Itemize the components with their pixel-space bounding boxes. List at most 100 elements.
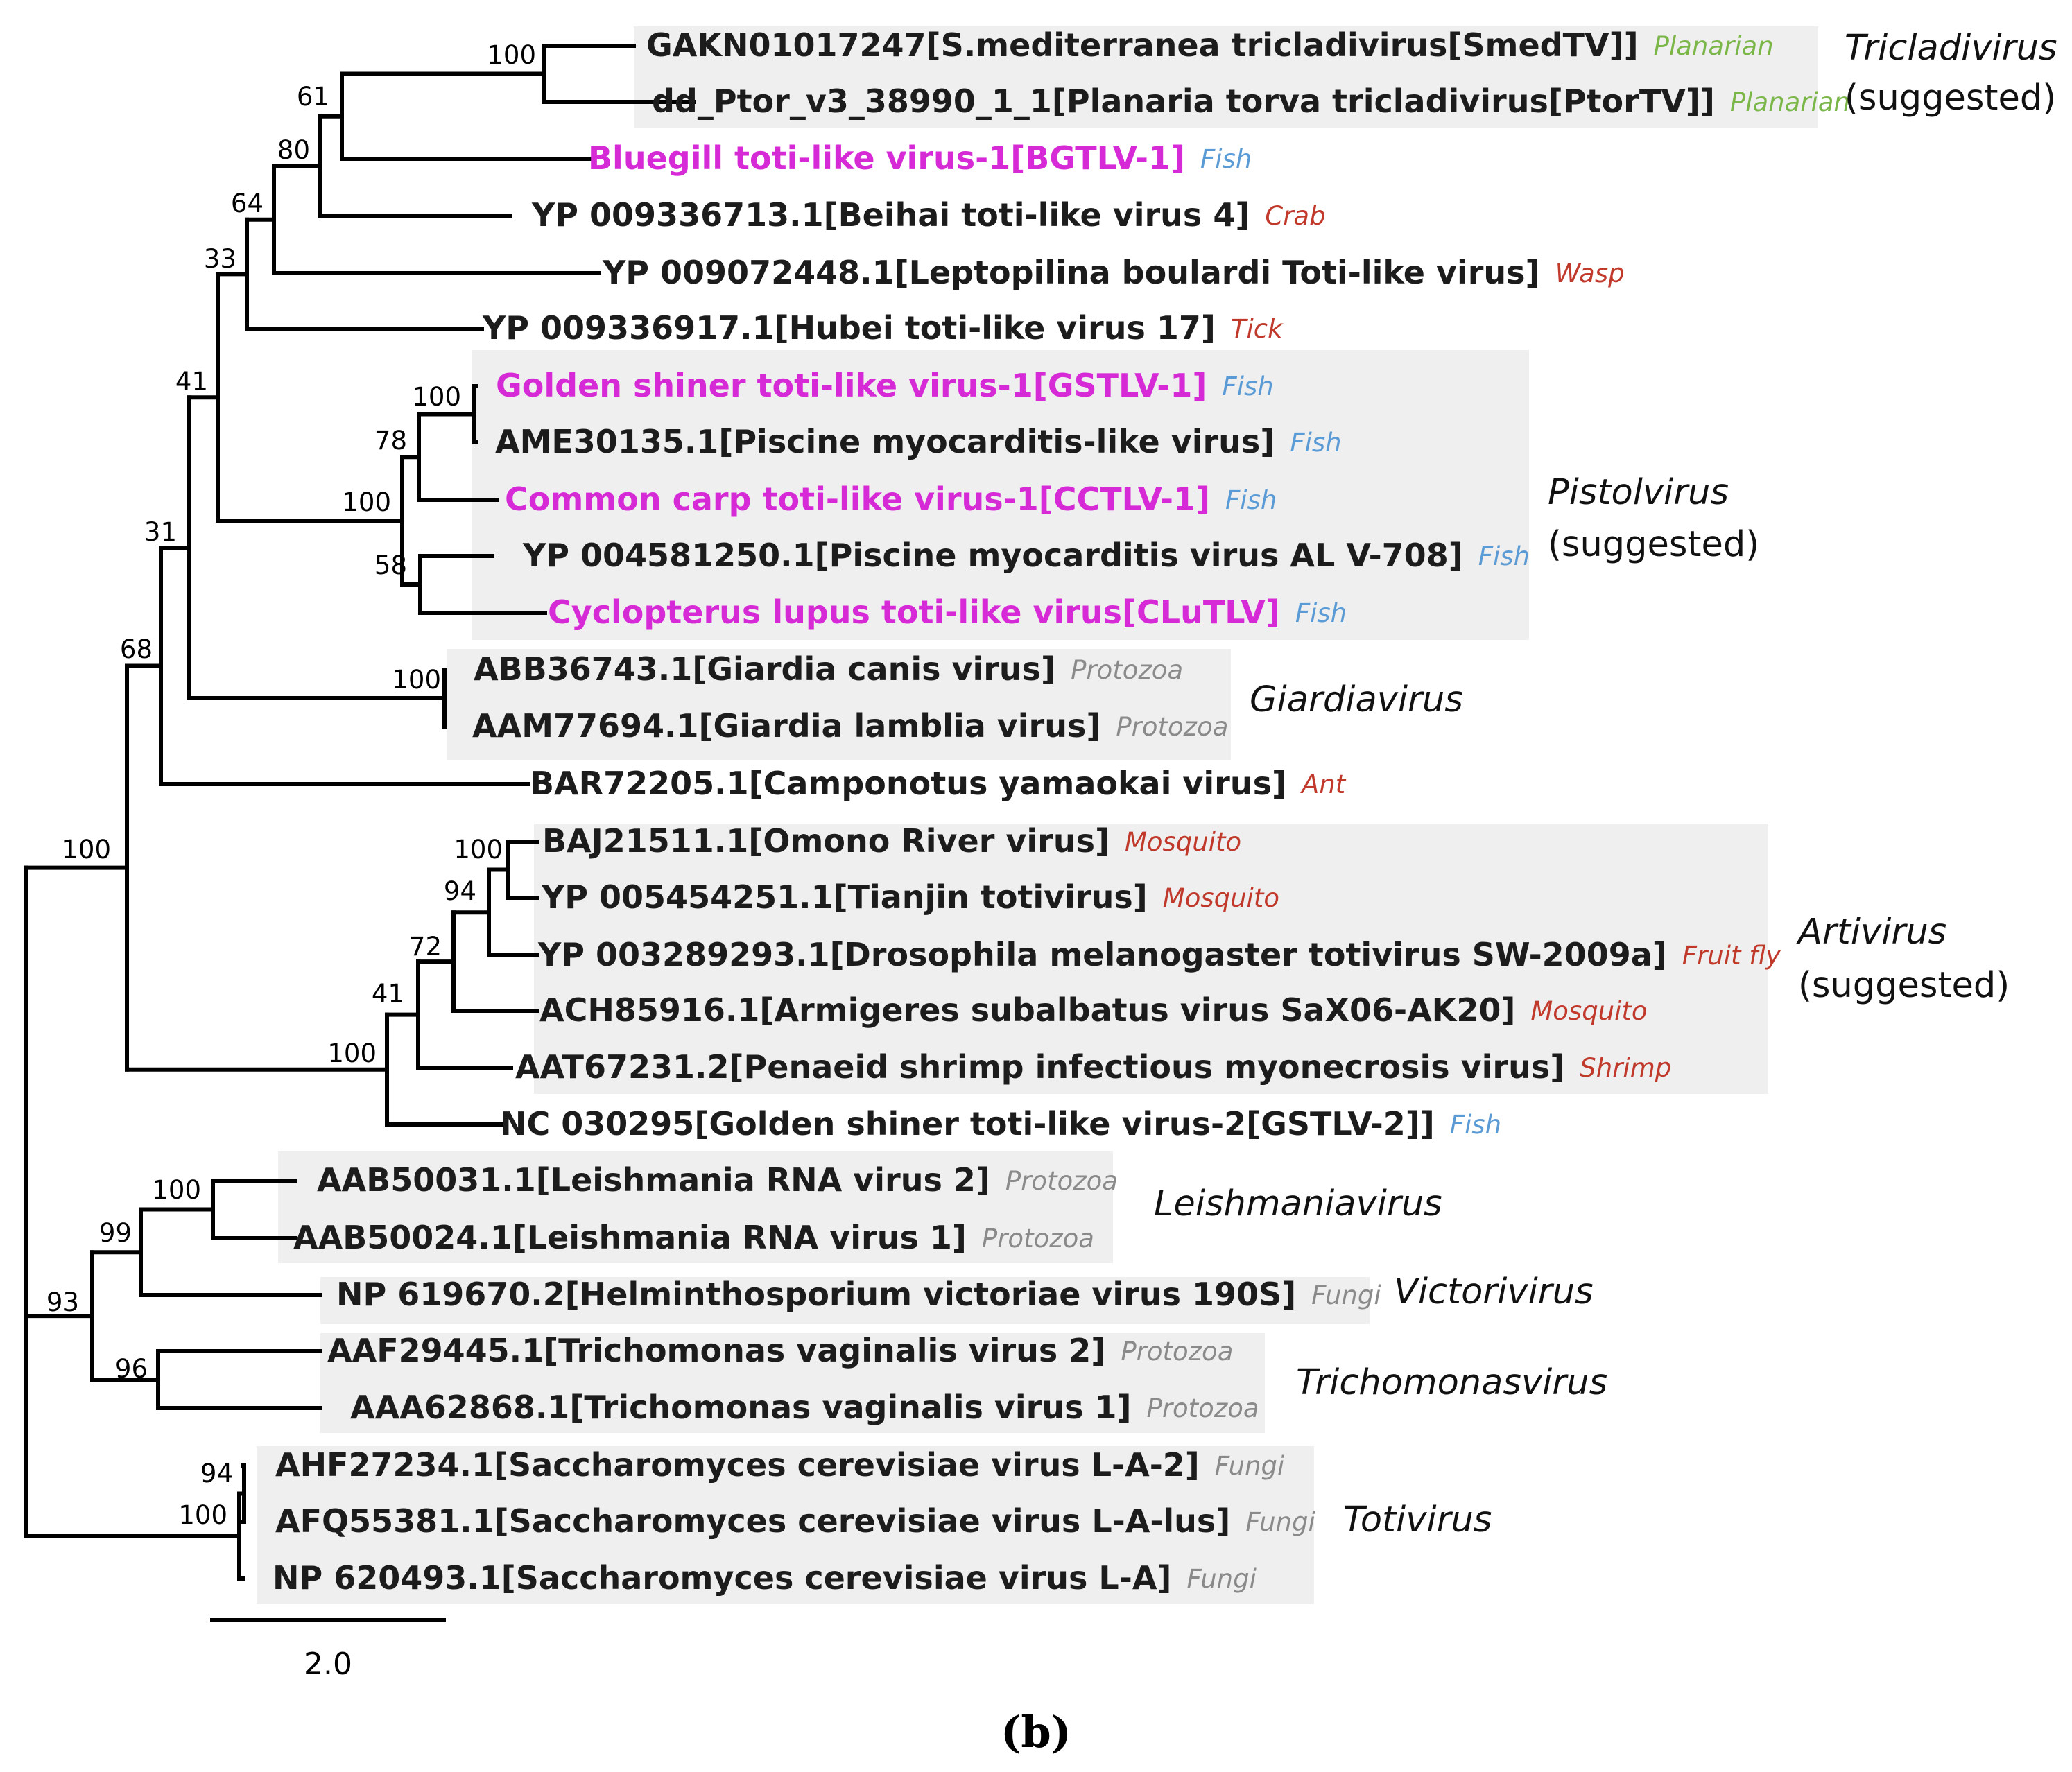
taxon-label-tianjin: YP 005454251.1[Tianjin totivirus] [541, 878, 1148, 916]
host-label: Fish [1225, 485, 1277, 515]
clade-name-pistolvirus: Pistolvirus [1548, 472, 1729, 513]
bootstrap-value: 61 [297, 82, 329, 112]
taxon-label-hubei17: YP 009336917.1[Hubei toti-like virus 17] [482, 309, 1216, 347]
taxon-label-pmclv: AME30135.1[Piscine myocarditis-like viru… [495, 423, 1275, 460]
taxon-label-imnv: AAT67231.2[Penaeid shrimp infectious myo… [515, 1048, 1564, 1086]
bootstrap-value: 33 [204, 244, 236, 274]
host-label: Fruit fly [1682, 941, 1781, 971]
host-label: Fungi [1311, 1280, 1381, 1310]
taxon-label-campo: BAR72205.1[Camponotus yamaokai virus] [530, 765, 1286, 802]
host-label: Protozoa [982, 1224, 1094, 1253]
bootstrap-value: 80 [277, 135, 310, 165]
taxon-label-glamblia: AAM77694.1[Giardia lamblia virus] [472, 707, 1100, 745]
bootstrap-value: 58 [374, 550, 407, 580]
taxon-label-armig: ACH85916.1[Armigeres subalbatus virus Sa… [539, 991, 1515, 1029]
host-label: Fish [1450, 1110, 1501, 1140]
taxon-label-gstlv2: NC 030295[Golden shiner toti-like virus-… [500, 1105, 1435, 1143]
host-label: Planarian [1730, 87, 1850, 117]
bootstrap-value: 64 [231, 189, 264, 218]
taxon-label-lrv2: AAB50031.1[Leishmania RNA virus 2] [317, 1161, 990, 1199]
clade-name-artivirus: Artivirus [1796, 912, 1946, 953]
taxon-label-tvv1: AAA62868.1[Trichomonas vaginalis virus 1… [350, 1389, 1132, 1426]
host-label: Fungi [1186, 1564, 1257, 1594]
clade-name-giardiavirus: Giardiavirus [1250, 679, 1463, 720]
taxon-label-la: NP 620493.1[Saccharomyces cerevisiae vir… [273, 1559, 1171, 1597]
bootstrap-value: 41 [175, 367, 208, 397]
scale-bar-label: 2.0 [304, 1647, 352, 1682]
clade-name-leishmaniavirus: Leishmaniavirus [1154, 1183, 1442, 1224]
taxon-label-beihai4: YP 009336713.1[Beihai toti-like virus 4] [531, 196, 1250, 234]
clade-box-totivirus [257, 1446, 1314, 1604]
host-label: Shrimp [1580, 1053, 1671, 1083]
bootstrap-value: 99 [99, 1218, 132, 1248]
host-label: Mosquito [1530, 996, 1647, 1026]
clade-box-trichomonasvirus [320, 1333, 1265, 1433]
taxon-label-hv190s: NP 619670.2[Helminthosporium victoriae v… [336, 1276, 1296, 1313]
bootstrap-value: 100 [412, 382, 461, 412]
bootstrap-value: 93 [46, 1287, 79, 1317]
host-label: Tick [1231, 314, 1284, 344]
taxon-label-lalus: AFQ55381.1[Saccharomyces cerevisiae viru… [275, 1502, 1230, 1540]
bootstrap-value: 100 [152, 1175, 201, 1205]
bootstrap-value: 72 [409, 932, 442, 962]
taxon-label-omono: BAJ21511.1[Omono River virus] [542, 822, 1110, 860]
clade-name-trichomonasvirus: Trichomonasvirus [1296, 1362, 1607, 1403]
taxon-label-tvv2: AAF29445.1[Trichomonas vaginalis virus 2… [327, 1332, 1105, 1369]
bootstrap-value: 78 [374, 426, 407, 455]
taxon-label-lepto: YP 009072448.1[Leptopilina boulardi Toti… [602, 254, 1540, 291]
host-label: Fish [1295, 598, 1347, 628]
host-label: Protozoa [1005, 1166, 1118, 1196]
clade-note: (suggested) [1798, 965, 2010, 1006]
host-label: Protozoa [1116, 712, 1228, 742]
clade-note: (suggested) [1548, 524, 1759, 565]
bootstrap-value: 96 [115, 1354, 148, 1384]
taxon-label-pmcv: YP 004581250.1[Piscine myocarditis virus… [522, 537, 1463, 574]
bootstrap-value: 100 [327, 1039, 377, 1068]
bootstrap-value: 31 [144, 517, 177, 547]
host-label: Fish [1290, 428, 1341, 458]
clade-note: (suggested) [1845, 78, 2056, 119]
clade-box-artivirus [534, 824, 1768, 1094]
host-label: Wasp [1555, 259, 1625, 288]
host-label: Protozoa [1147, 1393, 1259, 1423]
clade-box-leishmaniavirus [278, 1151, 1113, 1263]
host-label: Fungi [1245, 1507, 1315, 1537]
clade-box-pistolvirus [472, 350, 1529, 640]
bootstrap-value: 68 [120, 634, 153, 664]
host-label: Mosquito [1125, 827, 1241, 857]
taxon-label-bgtlv1: Bluegill toti-like virus-1[BGTLV-1] [588, 139, 1185, 177]
host-label: Protozoa [1121, 1337, 1233, 1366]
host-label: Fish [1200, 144, 1252, 174]
taxon-label-lrv1: AAB50024.1[Leishmania RNA virus 1] [293, 1219, 967, 1256]
taxon-label-la2: AHF27234.1[Saccharomyces cerevisiae viru… [275, 1446, 1200, 1484]
taxon-label-clutlv: Cyclopterus lupus toti-like virus[CLuTLV… [548, 593, 1280, 631]
host-label: Ant [1300, 770, 1347, 799]
bootstrap-value: 100 [454, 835, 503, 865]
bootstrap-value: 100 [487, 40, 536, 70]
bootstrap-value: 100 [342, 487, 391, 517]
taxon-label-cctlv1: Common carp toti-like virus-1[CCTLV-1] [505, 480, 1210, 518]
host-label: Fungi [1215, 1451, 1285, 1481]
clade-box-tricladivirus [634, 26, 1818, 128]
clade-name-victorivirus: Victorivirus [1394, 1271, 1594, 1312]
panel-label: (b) [1001, 1707, 1071, 1757]
host-label: Fish [1478, 541, 1530, 571]
taxon-label-smedtv: GAKN01017247[S.mediterranea tricladiviru… [646, 26, 1639, 64]
bootstrap-value: 100 [62, 835, 111, 865]
clade-box-giardiavirus [447, 649, 1231, 760]
taxon-label-gcanis: ABB36743.1[Giardia canis virus] [474, 650, 1055, 688]
bootstrap-value: 100 [178, 1500, 227, 1530]
clade-name-totivirus: Totivirus [1343, 1500, 1492, 1540]
taxon-label-gstlv1: Golden shiner toti-like virus-1[GSTLV-1] [496, 367, 1207, 404]
bootstrap-value: 41 [372, 979, 404, 1009]
bootstrap-value: 94 [200, 1459, 233, 1488]
clade-name-tricladivirus: Tricladivirus [1845, 28, 2057, 69]
bootstrap-value: 94 [444, 876, 476, 906]
clade-box-victorivirus [320, 1277, 1370, 1324]
host-label: Protozoa [1071, 655, 1183, 685]
host-label: Fish [1222, 372, 1273, 401]
taxon-label-ptortv: dd_Ptor_v3_38990_1_1[Planaria torva tric… [652, 82, 1715, 120]
bootstrap-value: 100 [392, 665, 441, 695]
host-label: Crab [1265, 201, 1325, 231]
